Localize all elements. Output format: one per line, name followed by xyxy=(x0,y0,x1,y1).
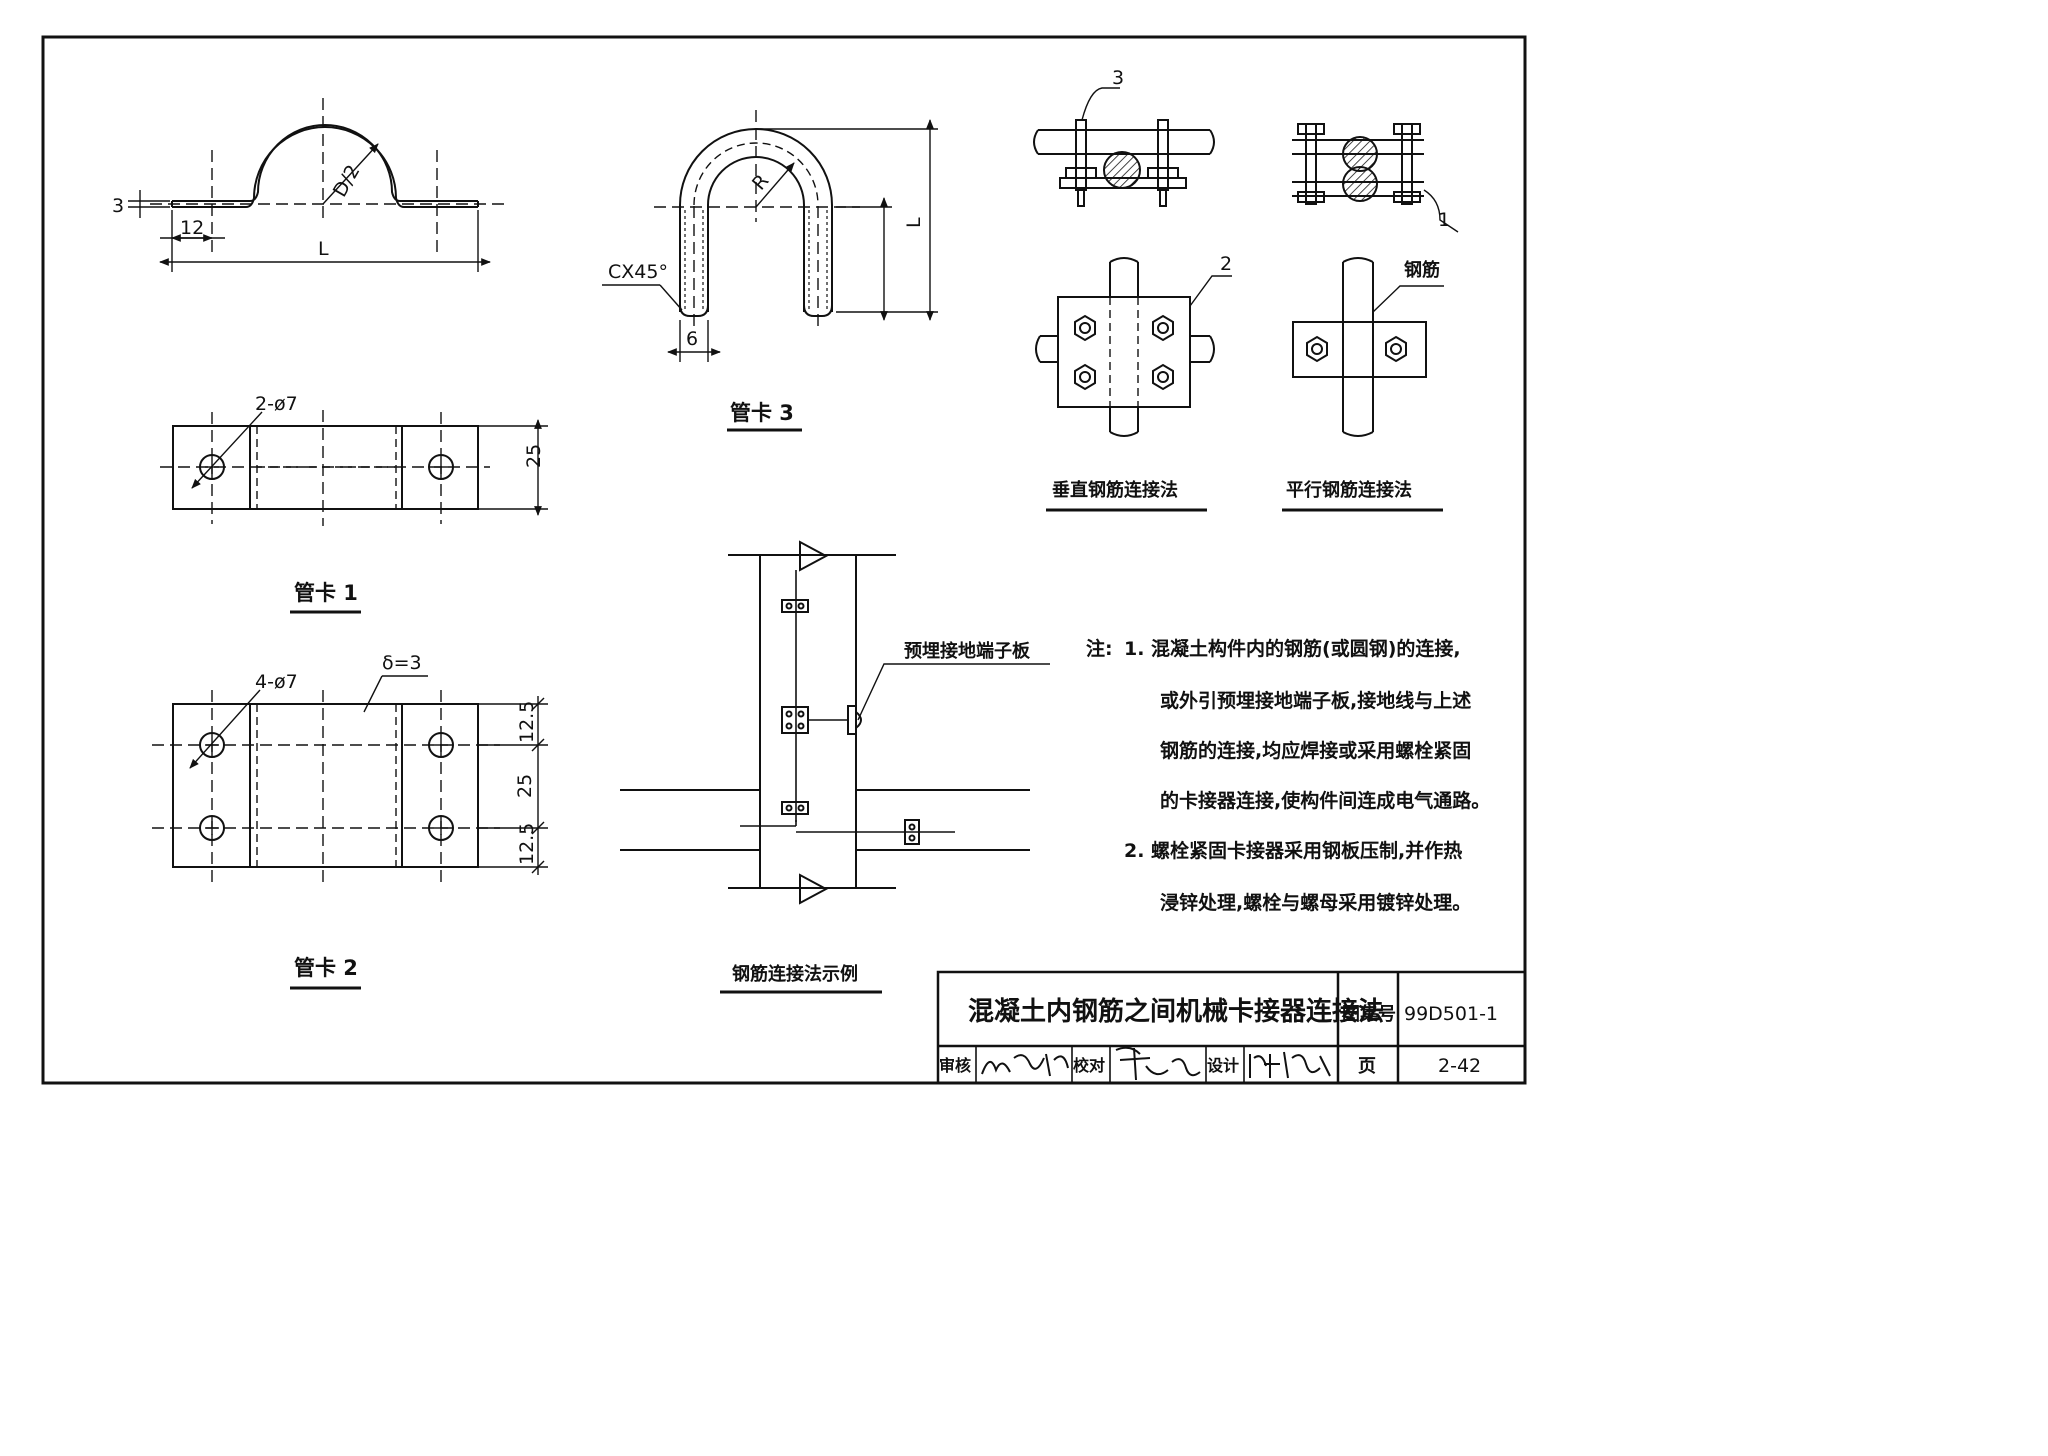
dim-holes-4: 4-ø7 xyxy=(255,671,298,693)
caption-clamp2: 管卡 2 xyxy=(294,956,358,980)
dim-delta: δ=3 xyxy=(382,652,422,674)
title-block-title: 混凝土内钢筋之间机械卡接器连接法 xyxy=(968,996,1384,1027)
dim-edge-12-5-top: 12.5 xyxy=(516,701,538,743)
note-line-2: 或外引预埋接地端子板,接地线与上述 xyxy=(1160,689,1471,712)
vertical-rebar-elevation xyxy=(1033,87,1215,207)
callout-1: 1 xyxy=(1438,209,1450,231)
drawing-sheet: D/2 3 12 L 2-ø7 25 管卡 1 xyxy=(41,35,1527,1085)
clamp1-plan xyxy=(160,410,548,526)
sheet-border xyxy=(41,35,1527,1085)
note-line-3: 钢筋的连接,均应焊接或采用螺栓紧固 xyxy=(1160,739,1471,762)
title-block-design-label: 设计 xyxy=(1207,1056,1239,1075)
caption-parallel-method: 平行钢筋连接法 xyxy=(1286,479,1412,501)
signature-checker xyxy=(1115,1046,1201,1081)
title-block xyxy=(936,970,1527,1085)
note-line-4: 的卡接器连接,使构件间连成电气通路。 xyxy=(1160,789,1490,812)
clamp1-elevation xyxy=(128,98,510,272)
dim-holes-2: 2-ø7 xyxy=(255,393,298,415)
title-block-atlas-no: 99D501-1 xyxy=(1404,1003,1498,1025)
caption-vertical-method: 垂直钢筋连接法 xyxy=(1052,479,1178,501)
note-line-6: 浸锌处理,螺栓与螺母采用镀锌处理。 xyxy=(1160,891,1471,914)
caption-example: 钢筋连接法示例 xyxy=(732,963,858,985)
parallel-rebar-plan xyxy=(1292,257,1444,437)
title-block-check-label: 校对 xyxy=(1073,1056,1105,1075)
callout-2: 2 xyxy=(1220,253,1232,275)
dim-length-1: L xyxy=(318,238,329,260)
dim-thickness: 3 xyxy=(112,195,124,217)
caption-clamp3: 管卡 3 xyxy=(730,401,794,425)
parallel-rebar-elevation xyxy=(1292,123,1459,233)
label-rebar: 钢筋 xyxy=(1404,259,1440,281)
caption-clamp1: 管卡 1 xyxy=(294,581,358,605)
note-line-1: 1. 混凝土构件内的钢筋(或圆钢)的连接, xyxy=(1124,637,1461,660)
title-block-page-label: 页 xyxy=(1358,1056,1376,1077)
callout-3: 3 xyxy=(1112,67,1124,89)
dim-thread: 6 xyxy=(686,328,698,350)
note-line-5: 2. 螺栓紧固卡接器采用钢板压制,并作热 xyxy=(1124,839,1462,862)
signature-reviewer xyxy=(981,1053,1069,1077)
dim-d-half: D/2 xyxy=(329,161,365,201)
dim-edge-12-5-bottom: 12.5 xyxy=(516,823,538,865)
dim-chamfer: CX45° xyxy=(608,261,668,283)
signature-designer xyxy=(1249,1051,1331,1079)
clamp3-u-bolt xyxy=(602,110,938,362)
dim-width-25-1: 25 xyxy=(523,444,545,468)
notes-prefix: 注: xyxy=(1086,637,1113,660)
title-block-atlas-label: 图集号 xyxy=(1342,1003,1396,1025)
clamp2-plan xyxy=(152,675,548,882)
label-embedded-plate: 预埋接地端子板 xyxy=(904,640,1031,662)
title-block-review-label: 审核 xyxy=(939,1056,971,1075)
connection-example xyxy=(620,540,1050,905)
dim-length-3: L xyxy=(903,217,925,228)
dim-flange: 12 xyxy=(180,217,204,239)
dim-width-25-2: 25 xyxy=(514,774,536,798)
vertical-rebar-plan xyxy=(1035,257,1232,437)
title-block-page-no: 2-42 xyxy=(1438,1055,1481,1077)
